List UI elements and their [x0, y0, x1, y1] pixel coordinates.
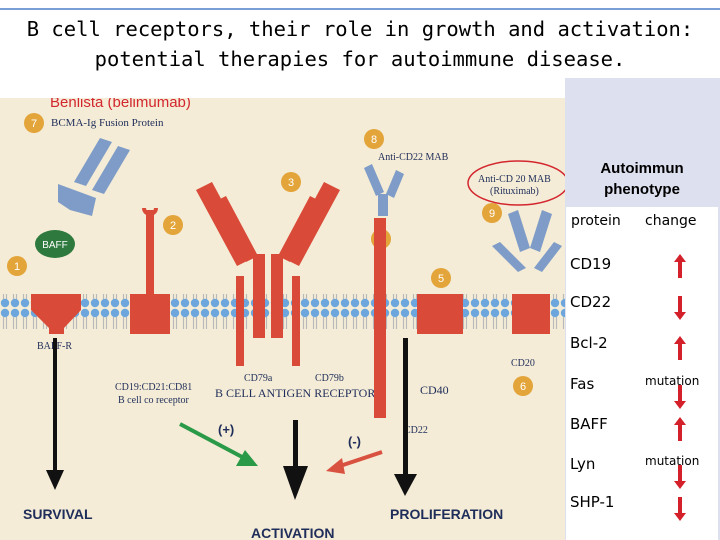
b-cell-receptor-diagram: Benlista (belimumab) 7 8 3 9 2 4 1 5 6 B… — [0, 98, 566, 540]
anti-cd22-label: Anti-CD22 MAB — [378, 152, 449, 163]
proliferation-label: PROLIFERATION — [390, 506, 503, 522]
cd20-label: CD20 — [511, 358, 535, 369]
baff-up-arrow-icon — [674, 417, 686, 441]
svg-text:3: 3 — [288, 177, 294, 189]
svg-text:6: 6 — [520, 381, 526, 393]
bcl2-up-arrow-icon — [674, 336, 686, 360]
svg-text:8: 8 — [371, 134, 377, 146]
badge-6: 6 — [513, 376, 533, 396]
protein-cd19: CD19 — [570, 255, 612, 273]
cd40-label: CD40 — [420, 383, 449, 397]
protein-shp1: SHP-1 — [570, 493, 615, 511]
badge-9: 9 — [482, 203, 502, 223]
badge-7: 7 — [24, 113, 44, 133]
title-line-1: B cell receptors, their role in growth a… — [26, 17, 694, 41]
positive-signal-arrow — [179, 422, 258, 466]
anti-cd20-antibody — [492, 210, 562, 272]
cd19-up-arrow-icon — [674, 254, 686, 278]
badge-1: 1 — [7, 256, 27, 276]
protein-bcl2: Bcl-2 — [570, 334, 608, 352]
bcr-label: B CELL ANTIGEN RECEPTOR — [215, 386, 375, 400]
phenotype-title: Autoimmun phenotype — [567, 158, 717, 200]
cd22-label: CD22 — [404, 425, 428, 436]
bcma-label: BCMA-Ig Fusion Protein — [51, 117, 164, 129]
activation-arrow — [283, 420, 308, 500]
protein-baff: BAFF — [570, 415, 608, 433]
minus-label: (-) — [348, 434, 361, 449]
badge-3: 3 — [281, 172, 301, 192]
cd79b-label: CD79b — [315, 373, 344, 384]
plus-label: (+) — [218, 422, 234, 437]
svg-text:2: 2 — [170, 220, 176, 232]
slide-title: B cell receptors, their role in growth a… — [0, 14, 720, 74]
phenotype-title-line-2: phenotype — [604, 181, 680, 198]
protein-cd22: CD22 — [570, 293, 612, 311]
coreceptor-label-1: CD19:CD21:CD81 — [115, 382, 192, 393]
lyn-mutation-note: mutation — [645, 454, 700, 468]
cd22-down-arrow-icon — [674, 296, 686, 320]
activation-label: ACTIVATION — [251, 525, 334, 540]
b-cell-antigen-receptor — [196, 182, 340, 366]
coreceptor-label-2: B cell co receptor — [118, 395, 189, 406]
baff-molecule — [35, 230, 75, 258]
column-header-change: change — [645, 213, 697, 229]
fas-down-arrow-icon — [674, 385, 686, 409]
svg-text:7: 7 — [31, 118, 37, 130]
svg-text:9: 9 — [489, 208, 495, 220]
anti-cd20-label-2: (Rituximab) — [490, 186, 539, 197]
rituximab-highlight — [467, 160, 566, 206]
protein-fas: Fas — [570, 375, 595, 393]
phenotype-title-line-1: Autoimmun — [600, 160, 684, 177]
badge-8: 8 — [364, 129, 384, 149]
badge-5: 5 — [431, 268, 451, 288]
lyn-down-arrow-icon — [674, 465, 686, 489]
proliferation-arrow — [394, 338, 417, 496]
cd20-receptor — [512, 294, 550, 334]
cd79a-label: CD79a — [244, 373, 273, 384]
phenotype-table — [566, 207, 718, 540]
baff-label: BAFF — [42, 240, 68, 251]
badge-2: 2 — [163, 215, 183, 235]
svg-text:1: 1 — [14, 261, 20, 273]
negative-signal-arrow — [326, 450, 383, 474]
cd19-coreceptor — [130, 208, 170, 334]
anti-cd22-antibody — [364, 164, 404, 216]
cd40-receptor — [417, 294, 463, 334]
benlista-label: Benlista (belimumab) — [50, 98, 191, 111]
title-divider — [0, 8, 720, 10]
svg-text:5: 5 — [438, 273, 444, 285]
shp1-down-arrow-icon — [674, 497, 686, 521]
cd22-receptor — [374, 218, 386, 418]
survival-label: SURVIVAL — [23, 506, 93, 522]
baff-receptor — [31, 294, 81, 334]
fas-mutation-note: mutation — [645, 374, 700, 388]
protein-lyn: Lyn — [570, 455, 596, 473]
bcma-ig-fusion-protein — [58, 138, 130, 216]
column-header-protein: protein — [571, 213, 621, 229]
title-line-2: potential therapies for autoimmune disea… — [94, 47, 626, 71]
survival-arrow — [46, 338, 64, 490]
anti-cd20-label-1: Anti-CD 20 MAB — [478, 174, 551, 185]
